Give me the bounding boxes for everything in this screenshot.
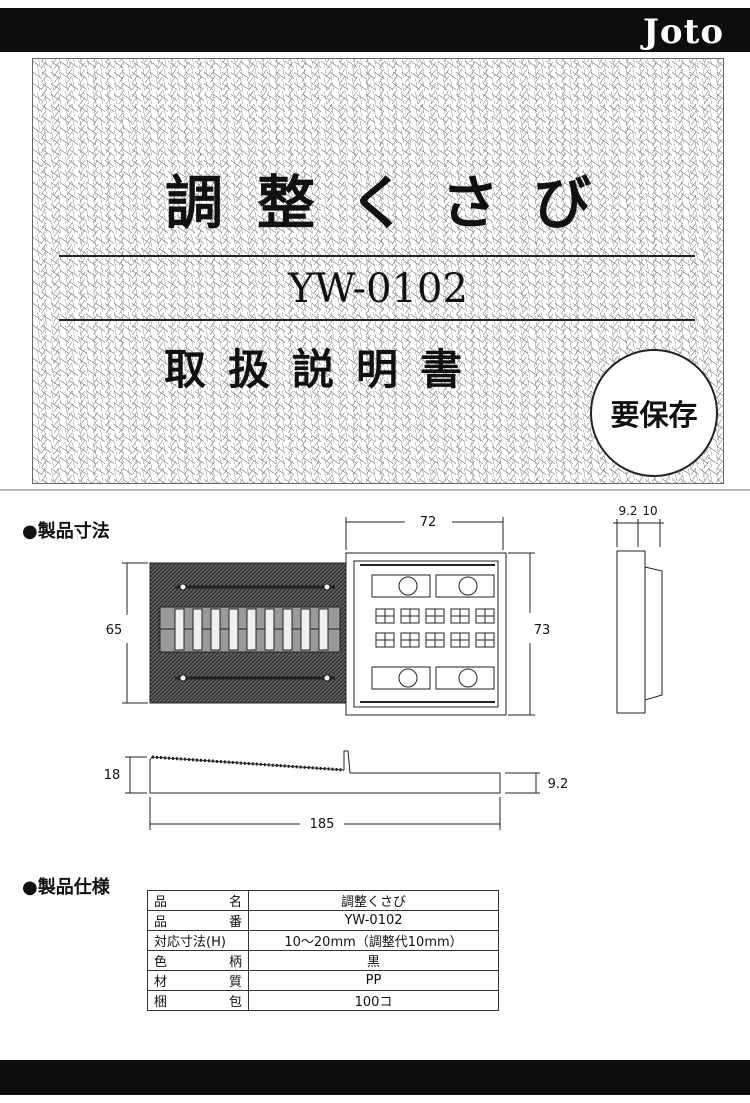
- spec-label-part: 梱: [154, 995, 168, 1010]
- top-bar: Joto: [0, 8, 750, 52]
- specs-title: ●製品仕様: [22, 877, 110, 898]
- spec-label-part: 対応寸法(H): [154, 935, 226, 950]
- dim-top-width: 72: [420, 515, 437, 530]
- spec-value: YW-0102: [248, 910, 499, 931]
- profile-view: [125, 750, 540, 830]
- dim-right-height: 73: [534, 623, 551, 638]
- spec-label-part: 質: [228, 975, 242, 990]
- spec-label-part: 名: [228, 895, 242, 910]
- spec-label: 色柄: [147, 950, 249, 971]
- top-view-rails: [159, 583, 341, 682]
- top-view-dimensions: [122, 517, 535, 716]
- spec-label-part: 包: [228, 995, 242, 1010]
- title-rule-bottom: [59, 319, 695, 321]
- model-number: YW-0102: [288, 266, 468, 312]
- dim-total-length: 185: [310, 817, 335, 832]
- spec-value: 10～20mm（調整代10mm）: [248, 930, 499, 951]
- brand-logo: Joto: [642, 12, 724, 52]
- cover-panel: 調整くさび YW-0102 取扱説明書 要保存: [32, 58, 724, 484]
- product-title: 調整くさび: [164, 169, 625, 237]
- spec-label-part: 柄: [228, 955, 242, 970]
- section-divider: [0, 489, 750, 491]
- dim-side-b: 10: [642, 504, 657, 518]
- dim-left-height: 65: [106, 623, 123, 638]
- manual-subtitle: 取扱説明書: [163, 345, 484, 394]
- spec-value: 100コ: [248, 990, 499, 1011]
- spec-row: 対応寸法(H) 10～20mm（調整代10mm）: [147, 930, 499, 951]
- title-rule-top: [59, 255, 695, 257]
- spec-label: 梱包: [147, 990, 249, 1011]
- dim-profile-height: 18: [104, 768, 121, 783]
- plate-holes: [371, 574, 495, 690]
- dimension-drawing: 72 9.2 10 65 73 18 9.2 185: [104, 504, 664, 832]
- keep-badge: 要保存: [590, 349, 718, 477]
- keep-badge-label: 要保存: [610, 398, 698, 432]
- spec-row: 品名調整くさび: [147, 890, 499, 911]
- spec-value: 調整くさび: [248, 890, 499, 911]
- spec-value: 黒: [248, 950, 499, 971]
- bottom-bar: [0, 1060, 750, 1095]
- spec-label-part: 番: [228, 915, 242, 930]
- spec-label: 品番: [147, 910, 249, 931]
- spec-label: 対応寸法(H): [147, 930, 249, 951]
- spec-label-part: 品: [154, 895, 168, 910]
- spec-value: PP: [248, 970, 499, 991]
- spec-label: 品名: [147, 890, 249, 911]
- dimensions-title: ●製品寸法: [22, 521, 110, 542]
- spec-label-part: 品: [154, 915, 168, 930]
- spec-label: 材質: [147, 970, 249, 991]
- spec-label-part: 色: [154, 955, 168, 970]
- side-view: [613, 519, 664, 714]
- dim-profile-low: 9.2: [548, 777, 569, 792]
- spec-label-part: 材: [154, 975, 168, 990]
- dim-side-a: 9.2: [618, 504, 637, 518]
- spec-row: 色柄黒: [147, 950, 499, 971]
